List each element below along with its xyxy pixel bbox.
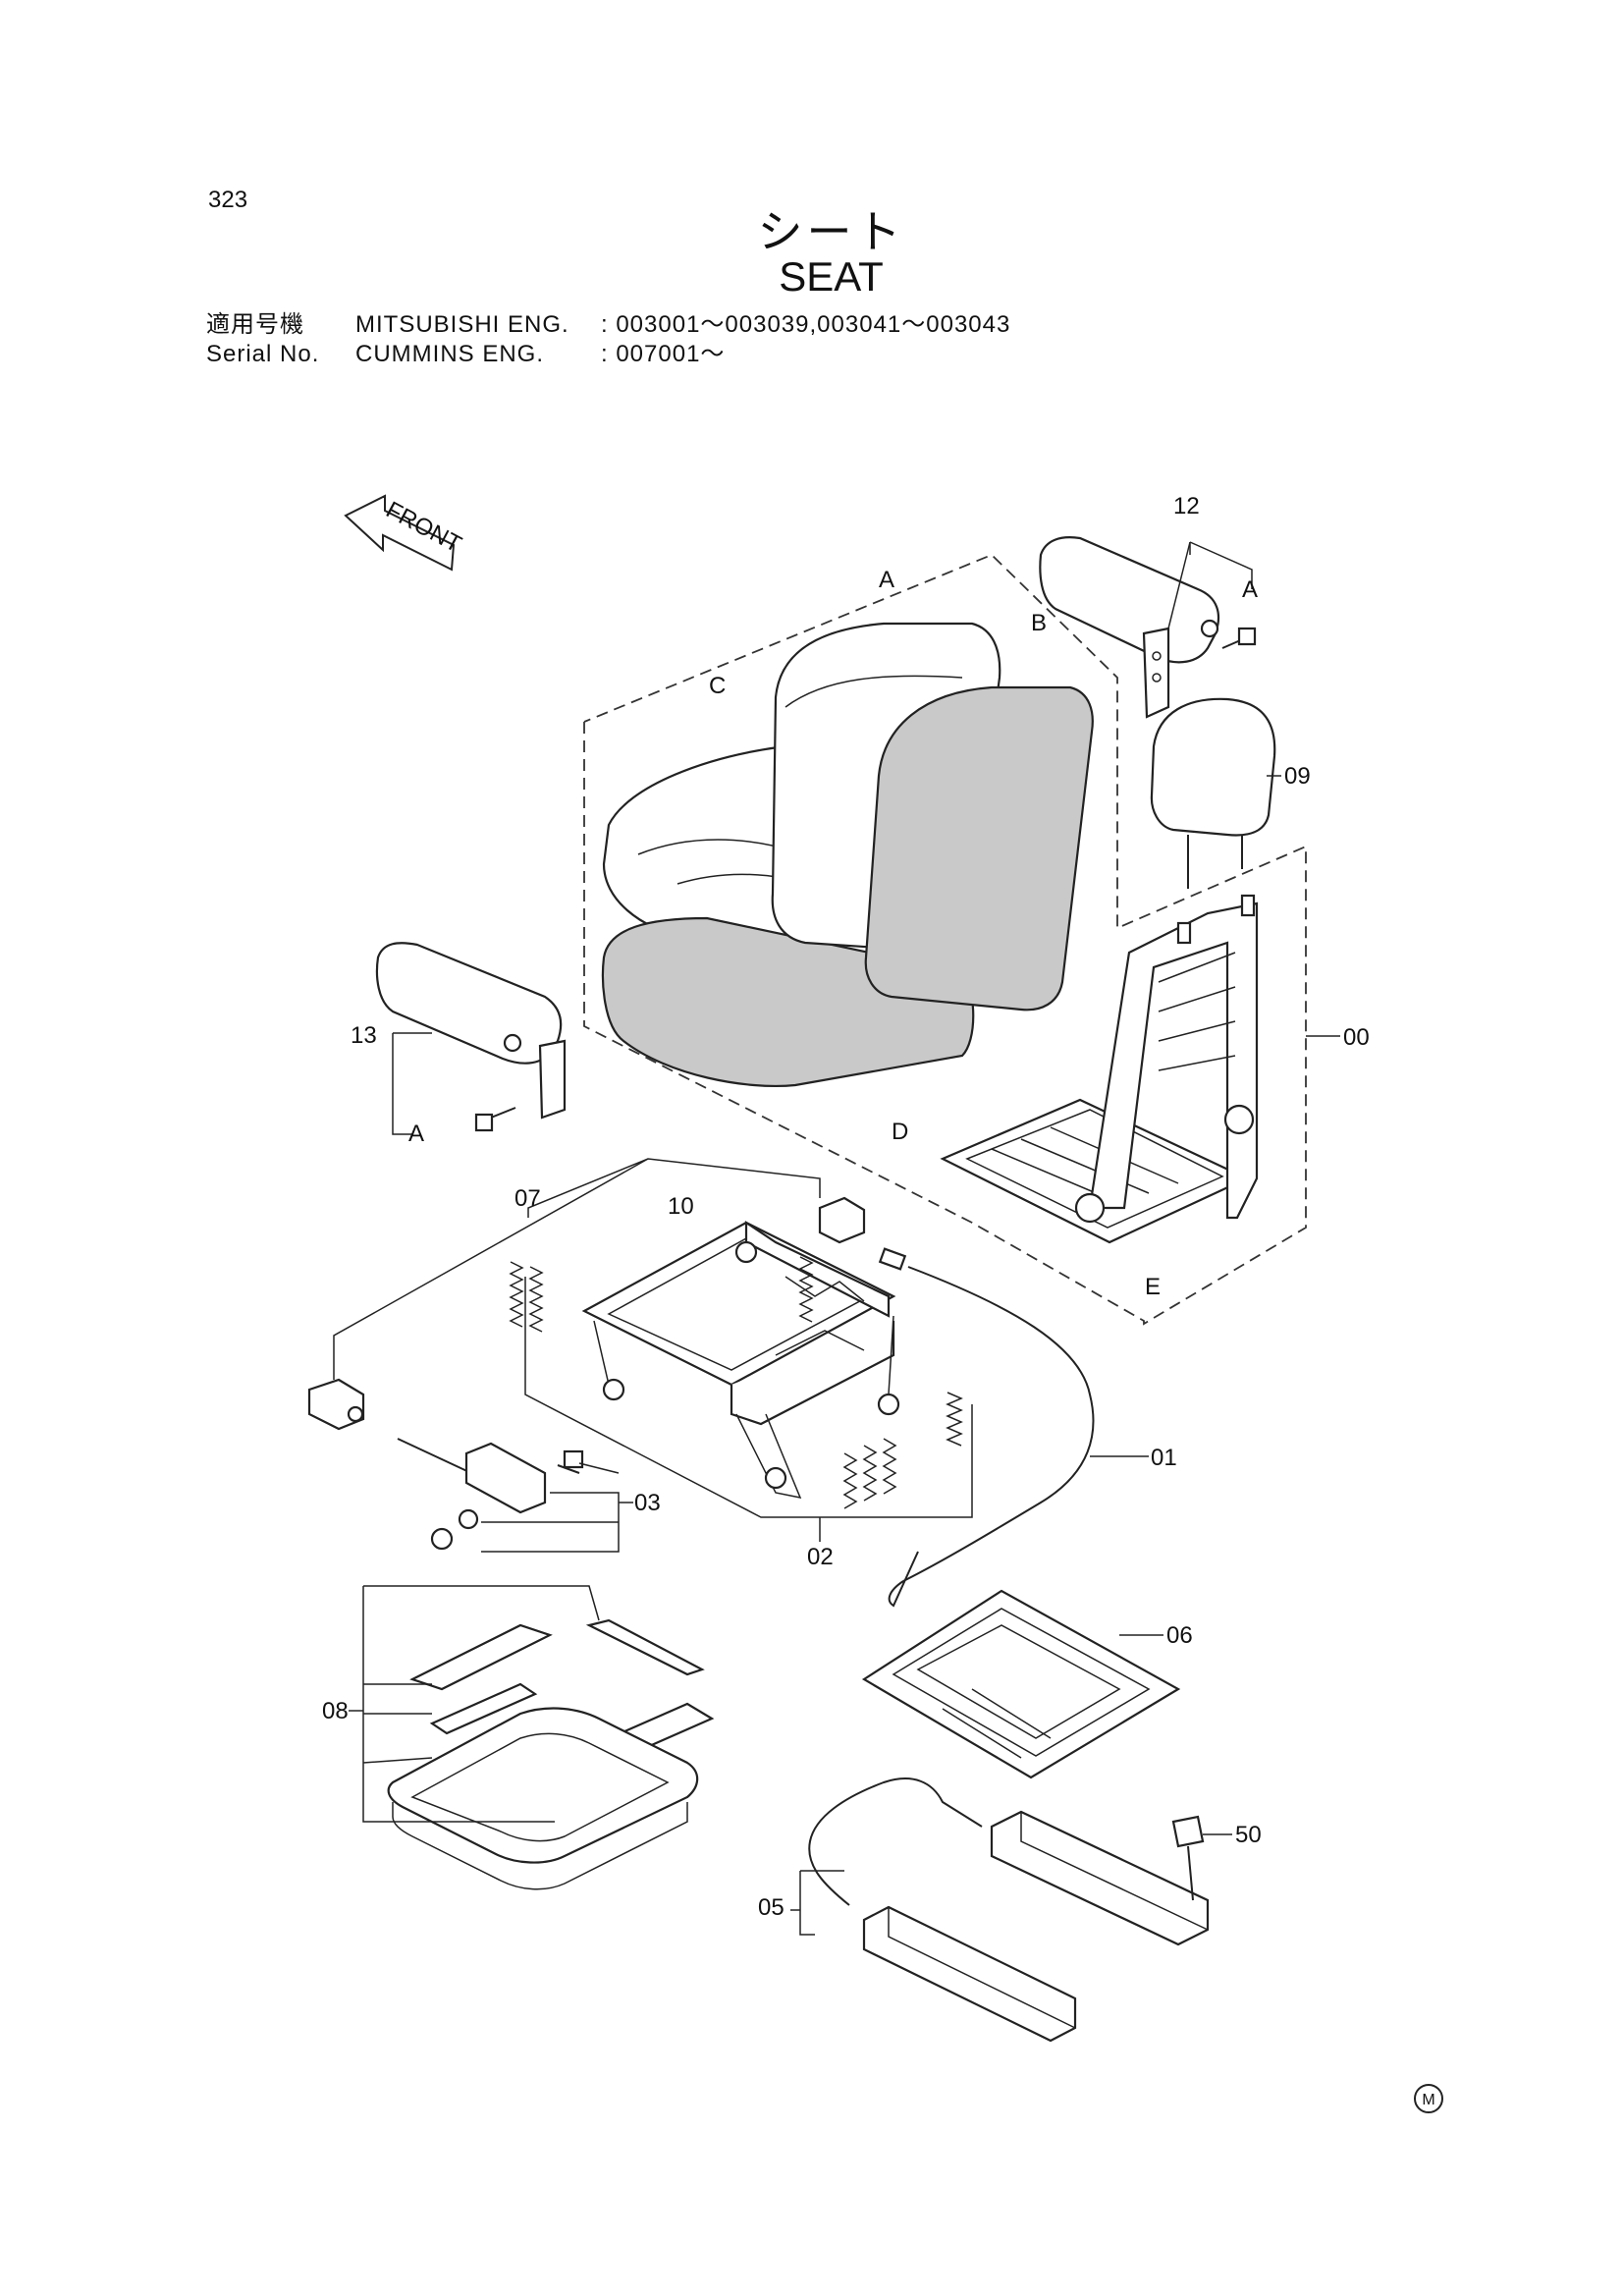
m-mark: M (1414, 2084, 1443, 2113)
callout-a-left: A (408, 1121, 424, 1147)
serial-row-cummins: Serial No. CUMMINS ENG. : 007001～ (206, 334, 725, 368)
armrest-left-13 (375, 942, 567, 1120)
cable-01 (878, 1247, 1095, 1608)
range-cummins: : 007001～ (601, 341, 726, 367)
title-japanese: シート (757, 206, 905, 257)
callout-13: 13 (351, 1022, 377, 1049)
callout-01: 01 (1151, 1445, 1177, 1471)
callout-d: D (892, 1119, 908, 1145)
bolt-a-lower (474, 1107, 516, 1132)
hardware-03 (397, 1438, 584, 1551)
callout-02: 02 (807, 1544, 834, 1570)
range-mitsubishi: : 003001～003039,003041～003043 (601, 311, 1011, 338)
callout-a-top: A (879, 567, 894, 593)
assembly-outline (583, 553, 1307, 1326)
callout-a-right: A (1242, 576, 1258, 603)
bolt-a-upper (1221, 627, 1257, 649)
title-english: SEAT (779, 253, 884, 300)
callout-b: B (1031, 610, 1047, 636)
callout-09: 09 (1284, 763, 1311, 790)
mount-plates-08 (387, 1618, 715, 1890)
front-arrow-icon: FRONT (344, 494, 466, 572)
front-label: FRONT (382, 497, 466, 559)
engine-cummins: CUMMINS ENG. (355, 341, 544, 367)
callout-e: E (1145, 1274, 1161, 1300)
seat-back-cover-b (864, 685, 1094, 1011)
callout-03: 03 (634, 1490, 661, 1516)
bolt-50 (1171, 1815, 1205, 1901)
armrest-right-12 (1039, 536, 1220, 719)
engine-mitsubishi: MITSUBISHI ENG. (355, 311, 569, 338)
callout-00: 00 (1343, 1024, 1370, 1051)
rubber-stop-07 (307, 1196, 866, 1431)
callout-06: 06 (1166, 1622, 1193, 1649)
slide-rails-05 (808, 1777, 1210, 2043)
suspension-base-10 (581, 1220, 900, 1500)
slide-rail-06 (861, 1589, 1181, 1779)
headrest-09 (1150, 697, 1276, 889)
callout-07: 07 (514, 1185, 541, 1212)
serial-row-mitsubishi: 適用号機 MITSUBISHI ENG. : 003001～003039,00304… (206, 304, 1010, 339)
callout-08: 08 (322, 1698, 349, 1724)
callout-12: 12 (1173, 493, 1200, 519)
callout-05: 05 (758, 1894, 784, 1921)
callout-c: C (709, 673, 726, 699)
page-number: 323 (208, 187, 248, 213)
seat-frame-e (940, 894, 1259, 1244)
springs-02 (509, 1256, 963, 1509)
serial-label-jp: 適用号機 (206, 311, 304, 338)
callout-50: 50 (1235, 1822, 1262, 1848)
callout-10: 10 (668, 1193, 694, 1220)
serial-label-en: Serial No. (206, 341, 320, 367)
